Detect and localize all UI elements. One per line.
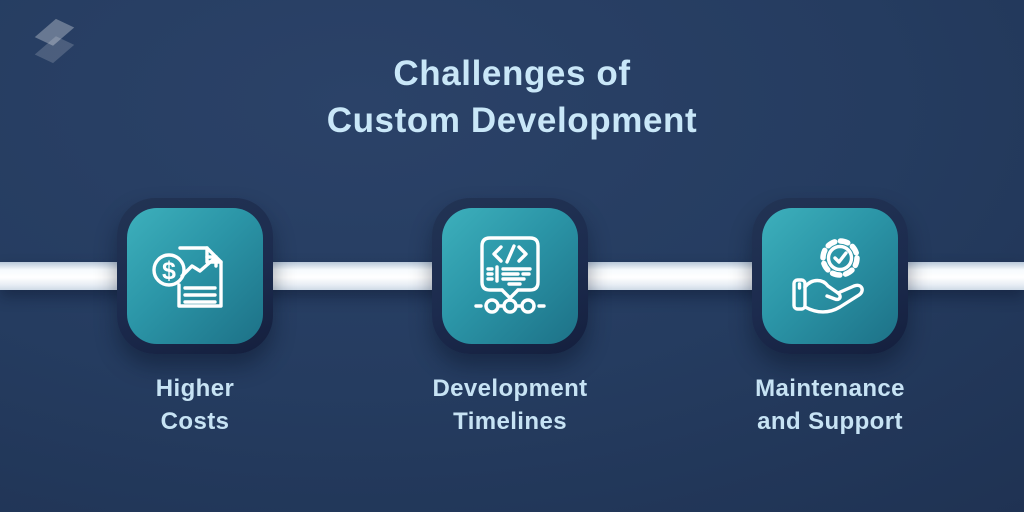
brand-logo: [30, 16, 78, 66]
label-maintenance-support-line2: and Support: [757, 408, 903, 435]
label-development-timelines: Development Timelines: [390, 372, 630, 438]
cost-document-icon: $: [152, 246, 223, 308]
page-title-line2: Custom Development: [326, 101, 698, 140]
label-maintenance-support: Maintenance and Support: [710, 372, 950, 438]
code-timeline-icon: [474, 236, 546, 314]
label-higher-costs: Higher Costs: [75, 372, 315, 438]
label-development-timelines-line2: Timelines: [453, 408, 567, 435]
label-maintenance-support-line1: Maintenance: [755, 375, 905, 402]
page-title-line1: Challenges of: [393, 54, 631, 93]
label-higher-costs-line1: Higher: [155, 375, 235, 402]
label-higher-costs-line2: Costs: [160, 408, 230, 435]
card-maintenance-support: [752, 198, 908, 354]
card-higher-costs-tile: $: [127, 208, 263, 344]
card-development-timelines-tile: [442, 208, 578, 344]
hand-gear-support-icon: [792, 238, 864, 314]
svg-text:$: $: [162, 257, 176, 285]
label-development-timelines-line1: Development: [432, 375, 588, 402]
page-title: Challenges of Custom Development: [0, 50, 1024, 144]
card-development-timelines: [432, 198, 588, 354]
s-mark-logo: [34, 18, 75, 64]
card-higher-costs: $: [117, 198, 273, 354]
card-maintenance-support-tile: [762, 208, 898, 344]
